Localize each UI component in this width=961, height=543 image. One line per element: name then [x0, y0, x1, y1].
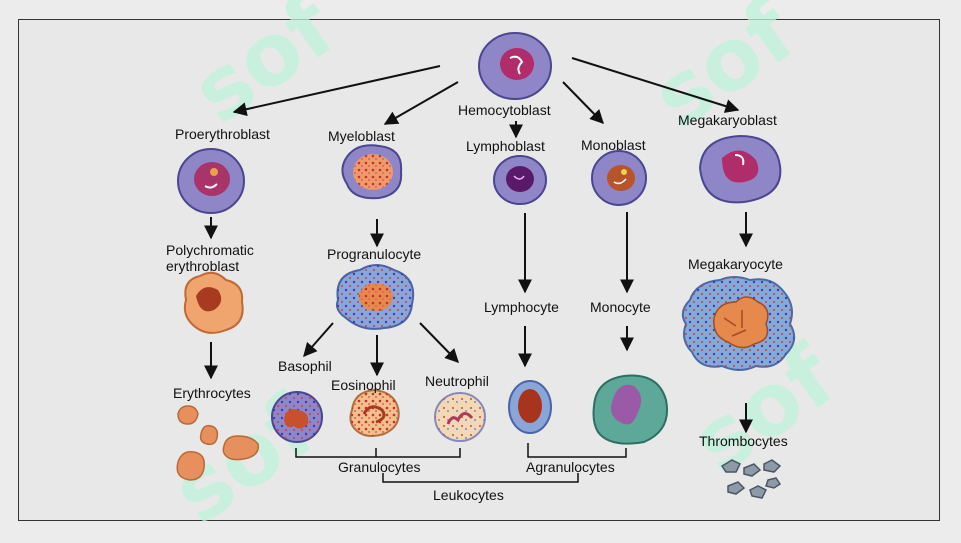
erythrocytes-label: Erythrocytes	[173, 385, 251, 401]
megakaryocyte-label: Megakaryocyte	[688, 256, 783, 272]
progranulocyte-label: Progranulocyte	[327, 246, 422, 262]
group-brackets	[295, 443, 627, 483]
polychromatic-label-line2: erythroblast	[166, 258, 240, 274]
thrombocytes-cells	[720, 459, 782, 499]
diagram-frame	[18, 19, 940, 521]
basophil-cell	[271, 391, 323, 443]
monocyte-label: Monocyte	[590, 299, 651, 315]
root-arrows	[232, 57, 740, 139]
myeloblast-cell	[341, 144, 403, 200]
lymphoblast-label: Lymphoblast	[466, 138, 545, 154]
eosinophil-label: Eosinophil	[331, 377, 396, 393]
myeloblast-label: Myeloblast	[328, 128, 395, 144]
polychromatic-label-line1: Polychromatic	[166, 242, 254, 258]
neutrophil-label: Neutrophil	[425, 373, 489, 389]
progranulocyte-cell	[336, 264, 415, 330]
polychromatic-erythroblast-cell	[183, 271, 244, 334]
megakaryoblast-cell	[698, 134, 782, 204]
proerythroblast-label: Proerythroblast	[175, 126, 270, 142]
eosinophil-cell	[349, 388, 400, 437]
lymphocyte-label: Lymphocyte	[484, 299, 559, 315]
basophil-label: Basophil	[278, 358, 332, 374]
hemocytoblast-label: Hemocytoblast	[458, 102, 551, 118]
megakaryoblast-label: Megakaryoblast	[678, 112, 777, 128]
monoblast-cell	[591, 150, 647, 206]
lineage-arrows	[204, 212, 753, 434]
erythrocytes-cells	[176, 405, 260, 481]
neutrophil-cell	[434, 392, 486, 442]
lymphoblast-cell	[493, 155, 547, 205]
monocyte-cell	[592, 374, 668, 445]
granulocytes-label: Granulocytes	[338, 459, 421, 475]
thrombocytes-label: Thrombocytes	[699, 433, 788, 449]
proerythroblast-cell	[177, 148, 245, 214]
agranulocytes-label: Agranulocytes	[526, 459, 615, 475]
monoblast-label: Monoblast	[581, 137, 646, 153]
megakaryocyte-cell	[681, 276, 796, 371]
leukocytes-label: Leukocytes	[433, 487, 504, 503]
lymphocyte-cell	[508, 380, 552, 434]
hemocytoblast-cell	[478, 32, 552, 100]
